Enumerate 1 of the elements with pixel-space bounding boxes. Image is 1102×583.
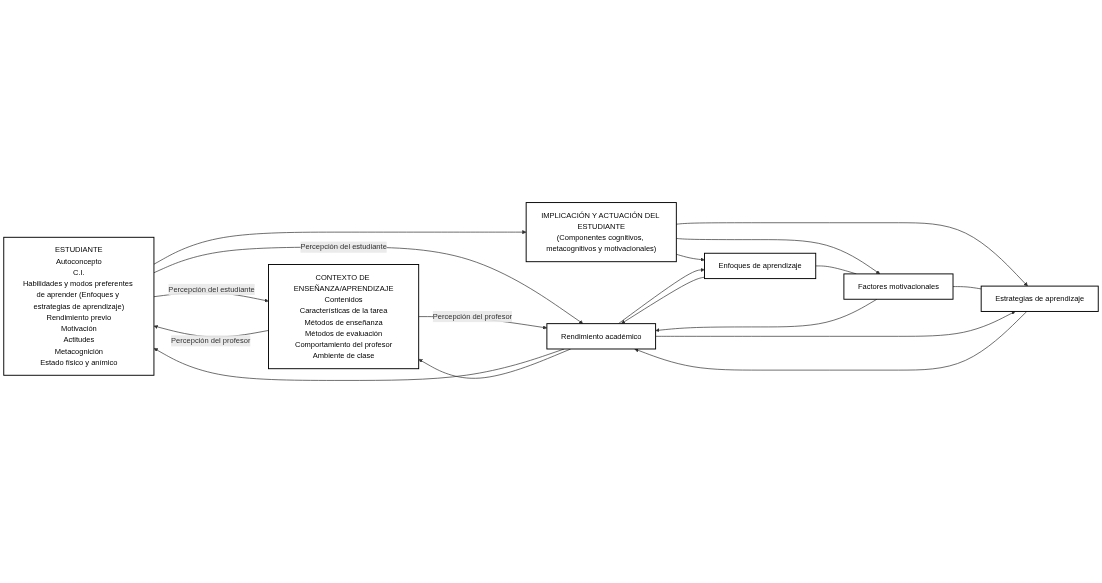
connector — [952, 286, 982, 290]
